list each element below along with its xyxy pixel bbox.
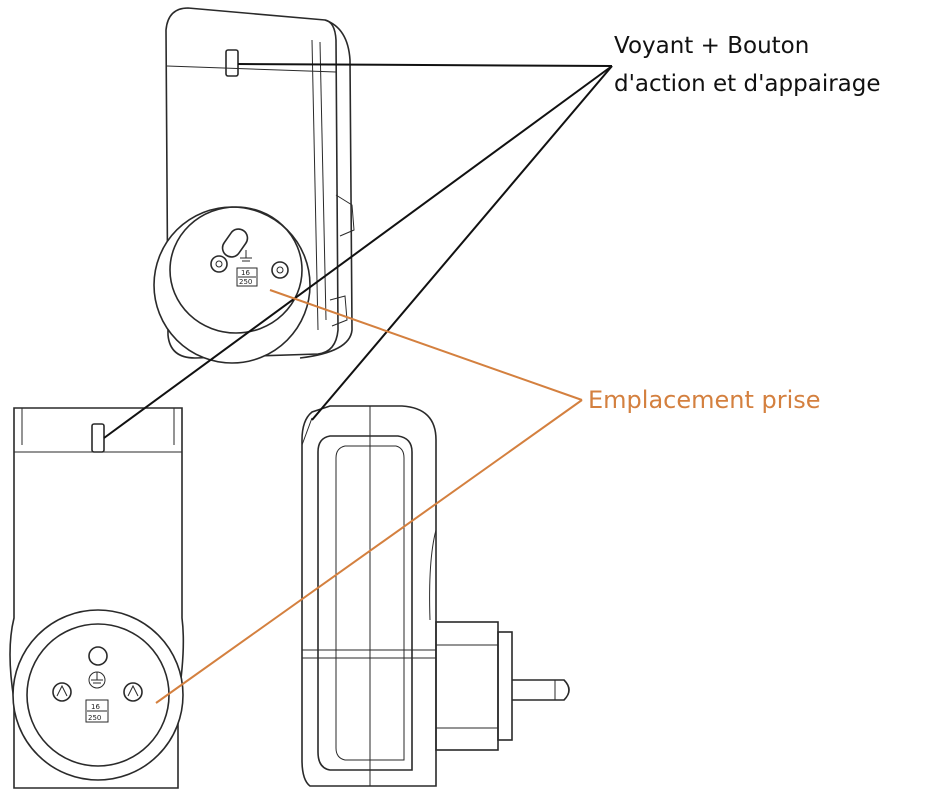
label-button-line1: Voyant + Bouton	[614, 33, 810, 59]
perspective-rating-amps: 16	[241, 269, 250, 277]
front-hole-right	[123, 682, 143, 702]
leader-socket-perspective	[269, 289, 583, 401]
perspective-body	[165, 7, 339, 359]
perspective-top-band	[166, 65, 337, 73]
socket-leader-lines	[155, 289, 583, 704]
front-hole-left	[52, 682, 72, 702]
perspective-side	[299, 19, 353, 359]
perspective-rating-volts: 250	[239, 278, 252, 286]
view-side	[301, 405, 570, 787]
view-perspective: 16 250	[153, 7, 355, 364]
front-body	[9, 407, 185, 789]
perspective-earth-pin	[221, 228, 249, 258]
front-rating-volts: 250	[88, 714, 101, 722]
perspective-socket-face	[169, 206, 303, 334]
perspective-plug-edge	[329, 295, 348, 327]
perspective-side-rib	[311, 39, 319, 331]
front-rating-amps: 16	[91, 703, 100, 711]
label-socket: Emplacement prise	[588, 386, 821, 414]
front-earth-symbol	[88, 671, 106, 689]
side-recess-inner	[335, 445, 405, 761]
front-socket-rim	[12, 609, 184, 781]
side-recess-outer	[317, 435, 413, 771]
label-button-line2: d'action et d'appairage	[614, 71, 881, 97]
front-earth-pin	[88, 646, 108, 666]
perspective-hole-right	[271, 261, 289, 279]
leader-button-side	[311, 65, 613, 421]
perspective-rating-box	[236, 267, 258, 287]
side-body	[301, 405, 437, 787]
leader-socket-front	[155, 399, 583, 704]
side-plug-collar	[497, 631, 513, 741]
side-plug	[435, 621, 570, 751]
perspective-button	[225, 49, 239, 77]
front-socket-face	[26, 623, 170, 767]
leader-button-front	[103, 65, 613, 439]
view-front: 16 250	[9, 407, 185, 789]
side-plug-pin	[512, 679, 570, 701]
front-button	[91, 423, 105, 453]
perspective-plug-edge	[335, 194, 355, 237]
front-rating-box	[85, 699, 109, 723]
button-leader-lines	[103, 63, 613, 439]
perspective-side-rib	[319, 41, 327, 321]
leader-button-perspective	[237, 63, 613, 67]
side-plug-body	[435, 621, 499, 751]
perspective-hole-left	[210, 255, 228, 273]
perspective-earth-symbol	[240, 250, 252, 262]
